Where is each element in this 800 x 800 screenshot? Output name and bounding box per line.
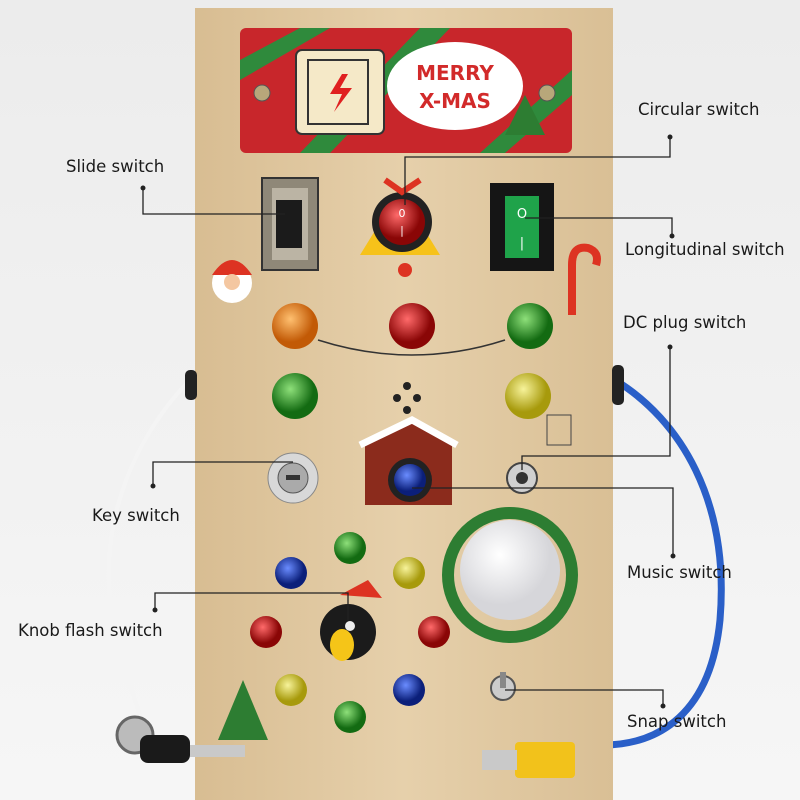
light-blue: [275, 557, 307, 589]
light-green: [334, 532, 366, 564]
circular-switch[interactable]: 0 |: [360, 177, 440, 277]
label-longitudinal-switch: Longitudinal switch: [625, 240, 785, 259]
leader-lines: [142, 137, 674, 706]
leader-longitudinal: [525, 217, 673, 236]
dc-plug: [482, 742, 575, 778]
svg-text:0: 0: [399, 207, 406, 220]
label-circular-switch: Circular switch: [638, 100, 760, 119]
dc-cable: [559, 377, 725, 749]
label-knob-flash-switch: Knob flash switch: [18, 621, 163, 640]
left-cord-grommet: [185, 370, 197, 400]
leader-dc: [521, 347, 671, 470]
leader-snap: [505, 689, 664, 706]
candy-cane-sticker: [568, 243, 601, 315]
light-orange: [272, 303, 318, 349]
garland-sticker: [317, 339, 506, 356]
light-red: [418, 616, 450, 648]
key-cord: [106, 378, 192, 741]
dc-plug-switch[interactable]: [506, 414, 572, 494]
keys: [115, 715, 245, 763]
merry-xmas-plaque: MERRY X-MAS: [240, 28, 572, 153]
leader-key: [152, 461, 293, 486]
svg-text:|: |: [400, 224, 404, 237]
plaque-text-xmas: X-MAS: [419, 89, 491, 113]
right-cord-grommet: [612, 365, 624, 405]
snap-toggle-switch[interactable]: [490, 672, 516, 701]
light-yellow: [393, 557, 425, 589]
santa-sticker: [212, 260, 252, 303]
leader-knob: [154, 592, 349, 620]
speaker-holes: [393, 382, 421, 414]
leader-circular: [404, 137, 671, 205]
light-blue: [393, 674, 425, 706]
christmas-tree-sticker: [218, 680, 268, 740]
light-green: [334, 701, 366, 733]
light-yellow: [275, 674, 307, 706]
knob-flash-switch[interactable]: [320, 580, 382, 661]
leader-music: [412, 487, 674, 556]
light-red: [250, 616, 282, 648]
led-lights: [250, 303, 553, 733]
svg-text:|: |: [520, 236, 524, 251]
label-slide-switch: Slide switch: [66, 157, 165, 176]
leader-dots: [140, 134, 676, 709]
label-dc-plug-switch: DC plug switch: [623, 313, 747, 332]
svg-text:O: O: [517, 207, 527, 222]
label-key-switch: Key switch: [92, 506, 180, 525]
light-green: [507, 303, 553, 349]
light-green: [272, 373, 318, 419]
light-red: [389, 303, 435, 349]
label-music-switch: Music switch: [627, 563, 732, 582]
slide-switch[interactable]: [261, 177, 319, 271]
label-snap-switch: Snap switch: [627, 712, 727, 731]
longitudinal-rocker-switch[interactable]: O |: [490, 183, 554, 271]
leader-slide: [142, 188, 285, 215]
music-light-dome: [442, 507, 578, 643]
light-yellow: [505, 373, 551, 419]
plaque-text-merry: MERRY: [416, 61, 494, 85]
key-switch[interactable]: [267, 452, 319, 504]
music-switch[interactable]: [358, 416, 459, 505]
